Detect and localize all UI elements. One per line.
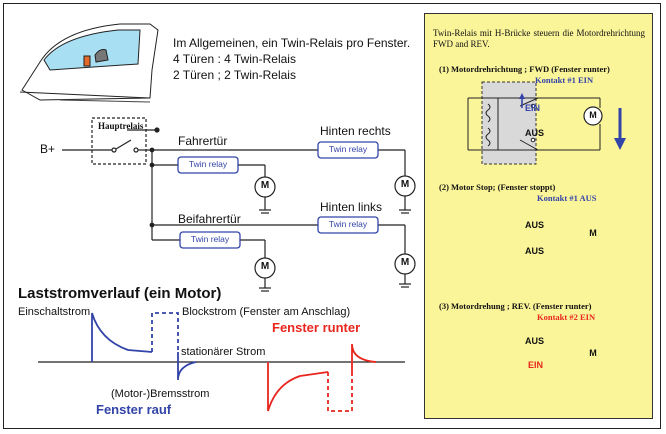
relay-label-driver: Twin relay [188, 159, 228, 169]
step2-off-label-2: AUS [525, 246, 545, 256]
motor-label-passenger: M [260, 261, 270, 272]
twin-relay-rear-right [317, 141, 379, 159]
step2-off-label-1: AUS [525, 220, 545, 230]
graph-title: Laststromverlauf (ein Motor) [18, 285, 222, 302]
h-bridge-panel: Twin-Relais mit H-Brücke steuern die Mot… [424, 13, 653, 419]
twin-relay-passenger [179, 231, 241, 249]
rear-left-label: Hinten links [320, 200, 383, 214]
inrush-label: Einschaltstrom [18, 306, 91, 318]
figure-frame [3, 3, 661, 429]
step3-on-label: EIN [528, 360, 544, 370]
supply-label: B+ [40, 142, 56, 156]
step1-on-label: EIN [525, 103, 541, 113]
twin-relay-driver [177, 156, 239, 174]
step1-off-label: AUS [525, 128, 545, 138]
relay-label-passenger: Twin relay [190, 234, 230, 244]
step2-motor-label: M [589, 228, 597, 238]
relay-label-rear-right: Twin relay [328, 144, 368, 154]
brake-label: (Motor-)Bremsstrom [111, 388, 210, 400]
step3-contact: Kontakt #2 EIN [537, 312, 596, 322]
h-bridge-step1 [467, 81, 626, 165]
step2-title: (2) Motor Stop; (Fenster stoppt) [439, 182, 556, 192]
motor-label-rear-left: M [400, 257, 410, 268]
main-relay-box [91, 117, 147, 165]
passenger-door-label: Beifahrertür [178, 212, 241, 226]
window-down-waveform [267, 343, 377, 412]
step3-motor-label: M [589, 348, 597, 358]
step3-off-label: AUS [525, 336, 545, 346]
motor-label-driver: M [260, 180, 270, 191]
window-up-waveform [91, 312, 197, 381]
driver-door-label: Fahrertür [178, 134, 228, 148]
main-relay-label: Hauptrelais [98, 121, 144, 131]
rear-right-label: Hinten rechts [320, 124, 391, 138]
step3-title: (3) Motordrehung ; REV. (Fenster runter) [439, 301, 592, 311]
steady-label: stationärer Strom [181, 346, 266, 358]
motor-passenger [254, 257, 276, 279]
motor-rear-left [394, 253, 416, 275]
window-down-label: Fenster runter [272, 320, 361, 335]
intro-line-1: Im Allgemeinen, ein Twin-Relais pro Fens… [173, 36, 411, 50]
twin-relay-rear-left [317, 216, 379, 234]
motor-label-rear-right: M [400, 179, 410, 190]
panel-intro: Twin-Relais mit H-Brücke steuern die Mot… [433, 28, 645, 49]
window-up-label: Fenster rauf [96, 402, 172, 417]
car-door-window-icon [19, 23, 159, 103]
relay-label-rear-left: Twin relay [328, 219, 368, 229]
motor-driver [254, 176, 276, 198]
step1-contact: Kontakt #1 EIN [535, 75, 594, 85]
intro-line-2: 4 Türen : 4 Twin-Relais [173, 52, 296, 66]
step2-contact: Kontakt #1 AUS [537, 193, 597, 203]
step1-title: (1) Motordrehrichtung ; FWD (Fenster run… [439, 64, 610, 74]
step1-motor-label: M [589, 110, 597, 120]
motor-rear-right [394, 175, 416, 197]
stall-label: Blockstrom (Fenster am Anschlag) [182, 306, 351, 318]
intro-line-3: 2 Türen ; 2 Twin-Relais [173, 68, 296, 82]
